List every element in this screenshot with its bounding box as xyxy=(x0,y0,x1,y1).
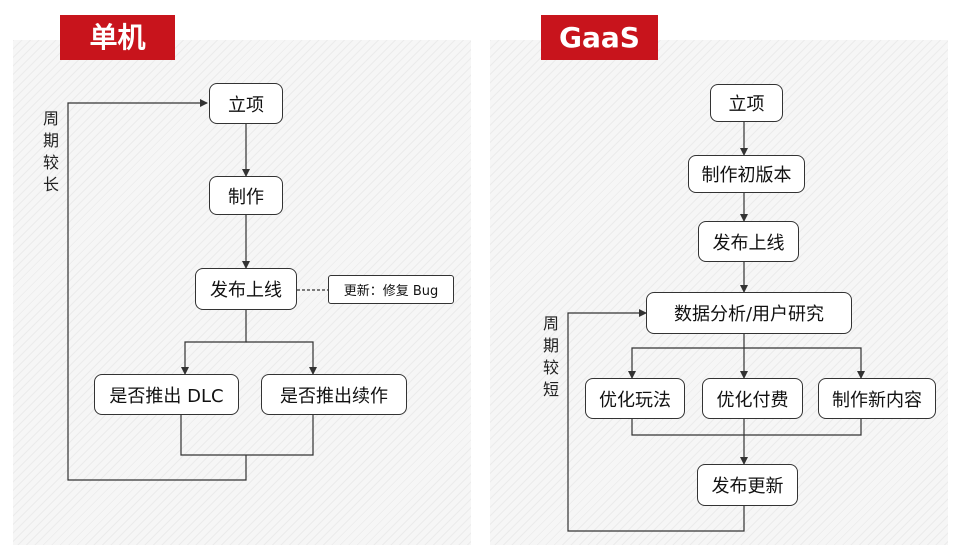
left-split-line-right xyxy=(246,341,317,375)
right-cycle-label: 周期较短 xyxy=(542,314,559,399)
right-node-update: 发布更新 xyxy=(697,464,798,506)
right-panel xyxy=(490,40,948,545)
right-node-analysis: 数据分析/用户研究 xyxy=(646,292,852,334)
right-loop-line xyxy=(567,309,745,532)
left-node-release: 发布上线 xyxy=(195,268,297,310)
left-update-note: 更新：修复 Bug xyxy=(328,275,454,304)
right-node-first-version: 制作初版本 xyxy=(688,155,805,193)
right-node-gameplay: 优化玩法 xyxy=(585,378,685,419)
left-node-make: 制作 xyxy=(209,176,283,215)
left-merge-line xyxy=(180,415,314,456)
right-node-start: 立项 xyxy=(710,84,783,122)
right-node-content: 制作新内容 xyxy=(818,378,936,419)
right-node-release: 发布上线 xyxy=(698,221,799,262)
right-split-right xyxy=(744,347,865,379)
right-merge-line xyxy=(631,419,862,436)
left-cycle-label: 周期较长 xyxy=(42,109,59,194)
right-node-payment: 优化付费 xyxy=(702,378,803,419)
left-node-sequel: 是否推出续作 xyxy=(261,374,407,415)
left-node-dlc: 是否推出 DLC xyxy=(94,374,239,415)
left-split-line xyxy=(181,310,247,375)
right-split-left xyxy=(628,334,745,379)
left-title-banner: 单机 xyxy=(60,15,175,60)
right-title-banner: GaaS xyxy=(541,15,658,60)
left-node-start: 立项 xyxy=(209,83,283,124)
left-loop-line xyxy=(67,99,247,481)
